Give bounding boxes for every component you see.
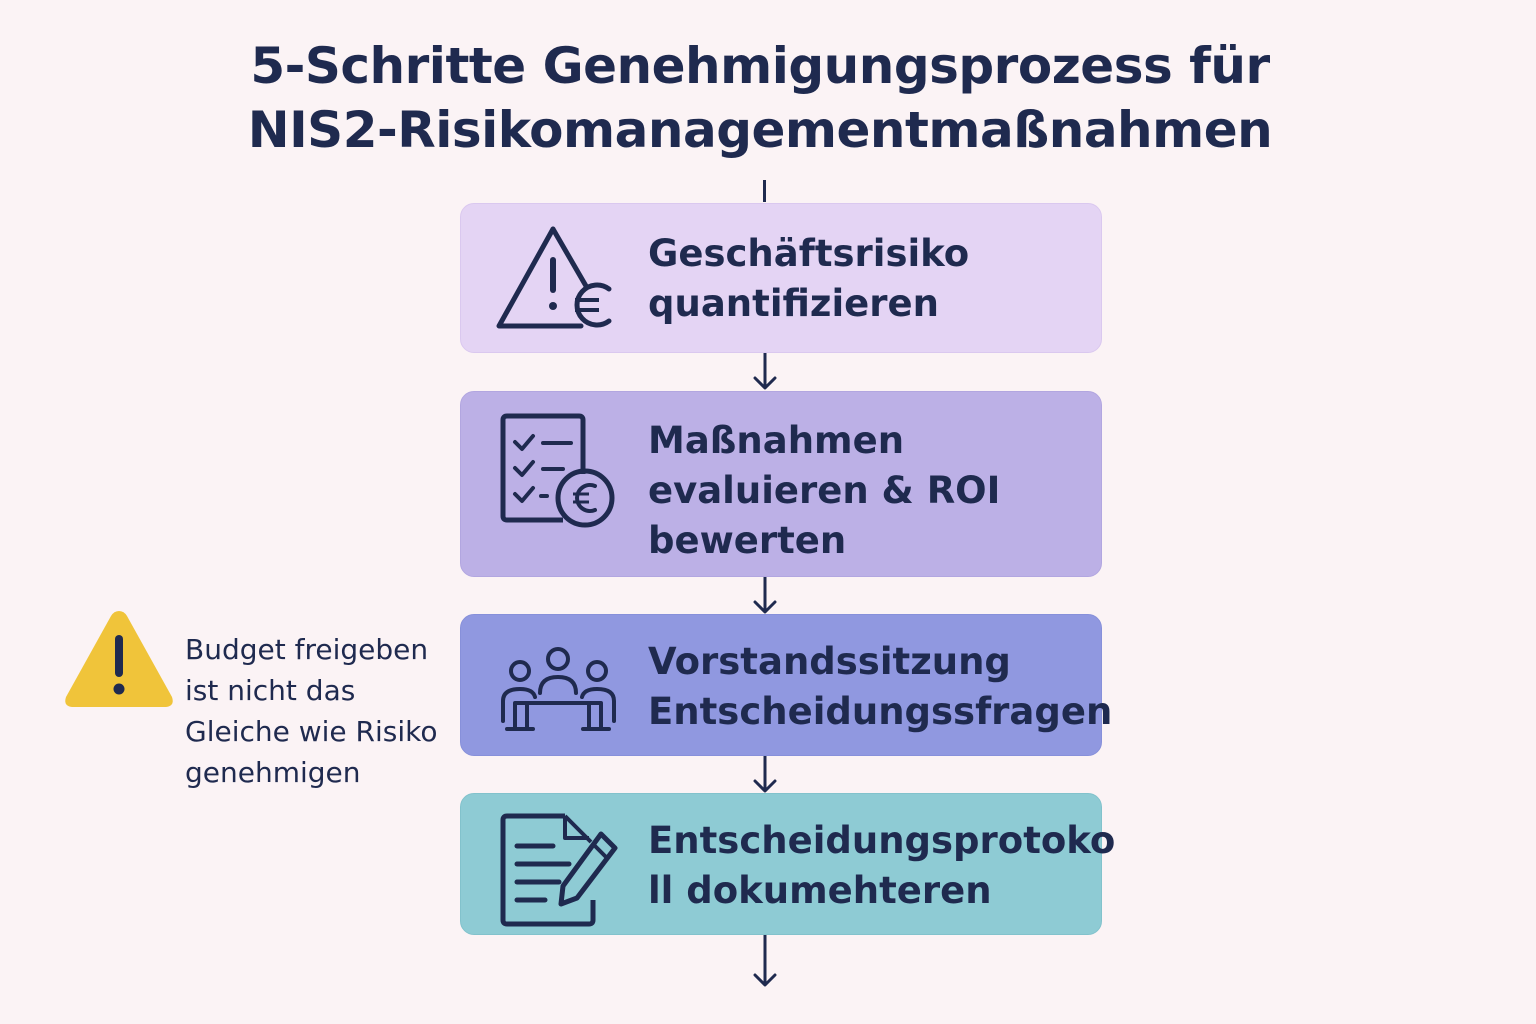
step-2-box: Maßnahmen evaluieren & ROI bewerten bbox=[460, 391, 1102, 577]
page-title: 5-Schritte Genehmigungsprozess für NIS2-… bbox=[0, 34, 1520, 162]
warning-icon bbox=[65, 611, 173, 707]
step-1-box: Geschäftsrisiko quantifizieren bbox=[460, 203, 1102, 353]
step-1-label: Geschäftsrisiko quantifizieren bbox=[648, 232, 970, 325]
step-3-box: Vorstandssitzung Entscheidungssfragen bbox=[460, 614, 1113, 756]
arrow-down-icon bbox=[753, 755, 777, 793]
step-4-box: Entscheidungsprotoko ll dokumehteren bbox=[460, 793, 1116, 935]
step-2-label: Maßnahmen evaluieren & ROI bewerten bbox=[648, 419, 1001, 562]
meeting-people-icon bbox=[501, 647, 616, 731]
arrow-down-icon bbox=[753, 935, 777, 987]
checklist-euro-icon bbox=[500, 413, 615, 528]
document-pen-icon bbox=[500, 813, 618, 927]
step-4-label: Entscheidungsprotoko ll dokumehteren bbox=[648, 819, 1116, 912]
connector-line-top bbox=[763, 180, 766, 202]
title-line-1: 5-Schritte Genehmigungsprozess für bbox=[250, 37, 1270, 95]
warning-text: Budget freigeben ist nicht das Gleiche w… bbox=[185, 633, 438, 789]
step-3-label: Vorstandssitzung Entscheidungssfragen bbox=[648, 640, 1113, 733]
arrow-down-icon bbox=[753, 352, 777, 390]
title-line-2: NIS2-Risikomanagementmaßnahmen bbox=[247, 101, 1273, 159]
arrow-down-icon bbox=[753, 576, 777, 614]
warning-euro-icon bbox=[496, 226, 612, 329]
